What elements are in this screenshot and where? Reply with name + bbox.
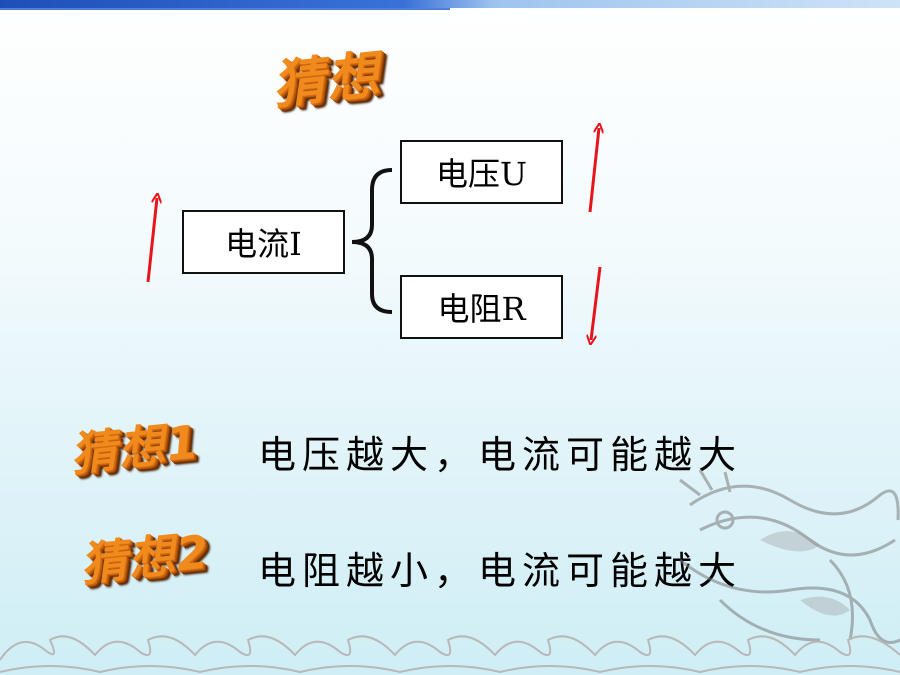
voltage-box: 电压U — [400, 140, 563, 204]
top-accent-bar — [0, 0, 900, 8]
current-label: 电流I — [225, 225, 302, 263]
voltage-label: 电压U — [436, 155, 527, 193]
curly-brace — [351, 168, 393, 314]
current-up-arrow — [146, 198, 157, 283]
resistance-box: 电阻R — [400, 275, 563, 339]
top-accent-line — [0, 8, 450, 10]
resistance-label: 电阻R — [437, 290, 526, 328]
current-box: 电流I — [182, 210, 345, 274]
guess-1-text: 电压越大，电流可能越大 — [258, 433, 743, 477]
resistance-down-arrow — [591, 266, 602, 340]
voltage-up-arrow — [588, 128, 599, 213]
guess-2-text: 电阻越小，电流可能越大 — [258, 549, 743, 593]
